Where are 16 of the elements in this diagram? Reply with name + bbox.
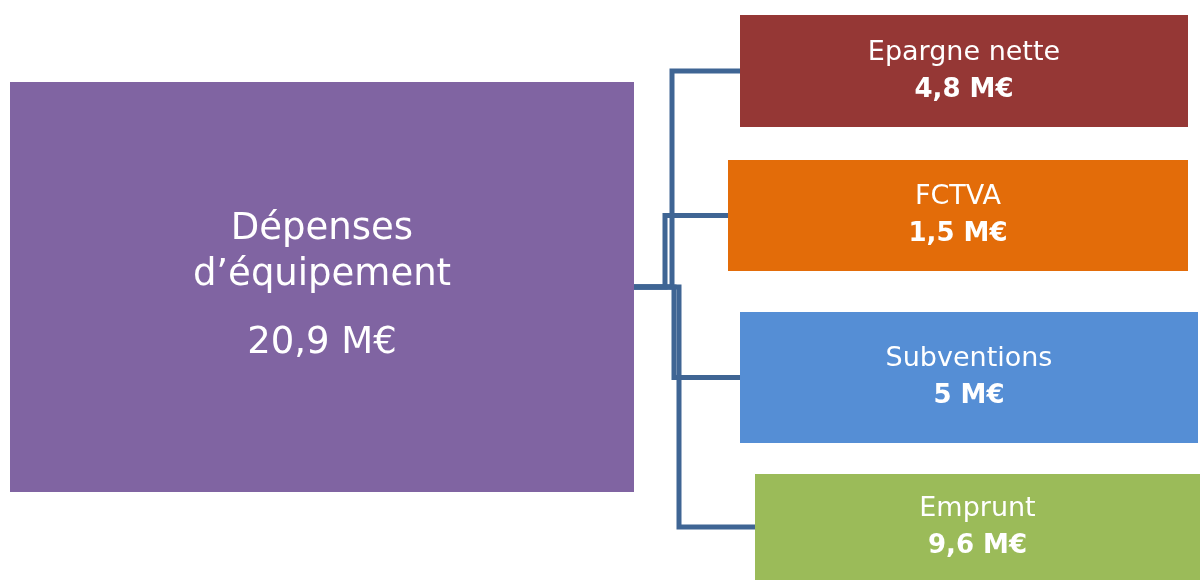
amount-label: 9,6 M€	[927, 527, 1028, 561]
box-title: Epargne nette	[867, 33, 1061, 68]
colored-box	[740, 312, 1198, 443]
amount-label: 20,9 M€	[247, 317, 397, 364]
box-title: Dépenses d’équipement	[191, 204, 453, 297]
colored-box	[10, 82, 634, 492]
amount-label: 5 M€	[933, 378, 1005, 412]
box-title: Subventions	[885, 340, 1053, 375]
box-title: Emprunt	[919, 489, 1036, 524]
colored-box	[755, 474, 1200, 580]
connector-line	[634, 284, 755, 530]
amount-label: 4,8 M€	[914, 71, 1014, 105]
box-title: FCTVA	[914, 178, 1002, 213]
amount-label: 1,5 M€	[908, 216, 1008, 250]
colored-box	[740, 15, 1188, 127]
colored-box	[728, 160, 1188, 271]
